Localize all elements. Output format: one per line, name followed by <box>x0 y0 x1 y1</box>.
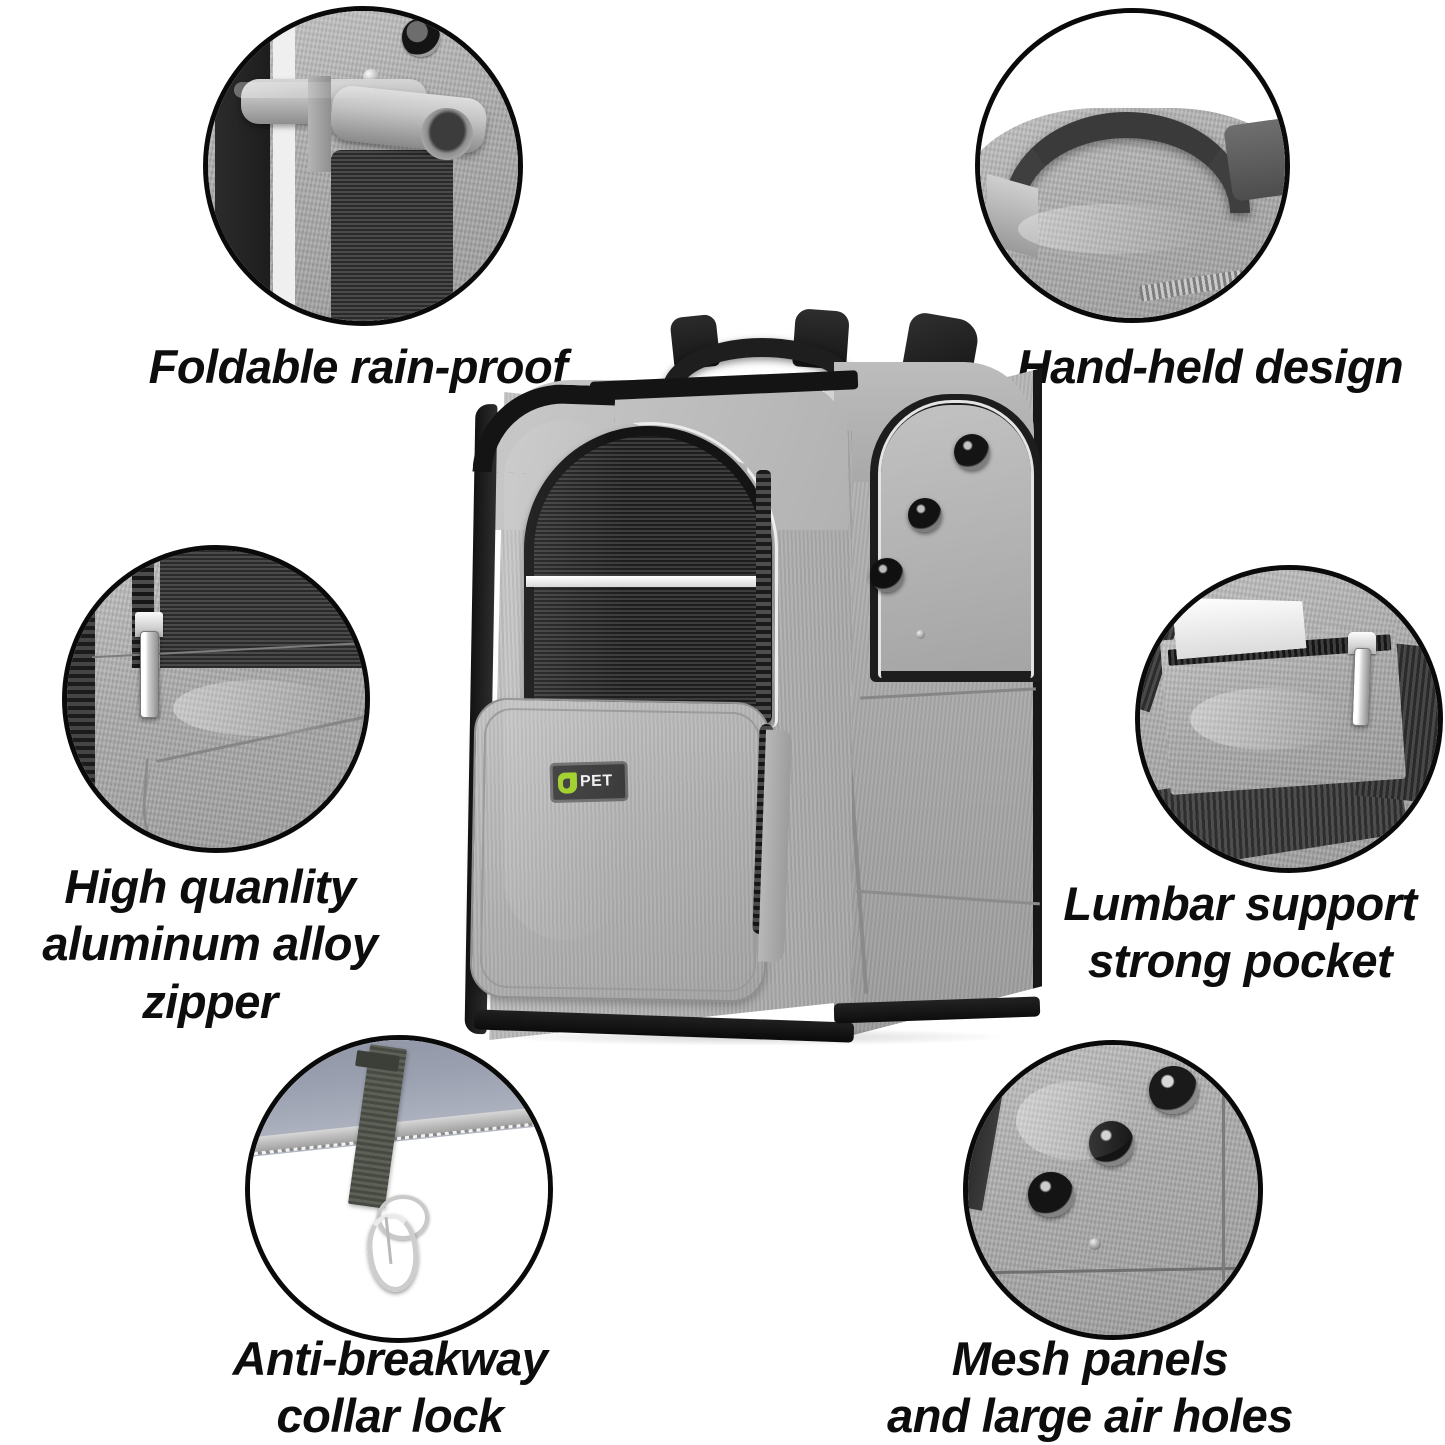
caption-foldable-rain-proof: Foldable rain-proof <box>148 340 568 393</box>
photo-lumbar-pocket <box>1140 570 1438 868</box>
callout-hand-held-design <box>975 8 1290 323</box>
callout-anti-breakway-collar-lock <box>245 1035 553 1343</box>
callout-foldable-rain-proof <box>203 6 523 326</box>
front-mesh-window <box>534 436 762 714</box>
pet-logo-text: PET <box>579 772 613 791</box>
caption-aluminum-alloy-zipper: High quanlity aluminum alloy zipper <box>42 860 378 1028</box>
callout-mesh-panels-air-holes <box>963 1040 1263 1340</box>
reflective-stripe <box>526 576 762 587</box>
caption-hand-held-design: Hand-held design <box>1016 340 1404 393</box>
product-image-pet-carrier-backpack: PET <box>404 300 1042 1060</box>
photo-collar-lock <box>250 1040 548 1338</box>
pet-logo-icon <box>557 771 578 794</box>
photo-rain-cover <box>208 11 518 321</box>
brand-logo-patch: PET <box>549 760 629 804</box>
callout-lumbar-support-pocket <box>1135 565 1443 873</box>
side-air-hole-middle <box>908 498 942 532</box>
photo-air-holes <box>968 1045 1258 1335</box>
caption-lumbar-support-pocket: Lumbar support strong pocket <box>1063 877 1417 988</box>
photo-carry-handle <box>980 13 1285 318</box>
front-pocket-inner-seam <box>479 707 761 993</box>
front-window-zipper <box>756 470 771 722</box>
callout-aluminum-alloy-zipper <box>62 545 370 853</box>
side-air-hole-bottom <box>870 558 904 592</box>
caption-mesh-panels-air-holes: Mesh panels and large air holes <box>887 1332 1293 1443</box>
caption-anti-breakway-collar-lock: Anti-breakway collar lock <box>232 1332 548 1443</box>
side-air-hole-top <box>954 434 990 470</box>
photo-zipper-pull <box>67 550 365 848</box>
product-shadow <box>494 1028 1014 1046</box>
side-rivet <box>916 630 925 639</box>
side-panel-arch-highlight <box>878 400 1034 678</box>
